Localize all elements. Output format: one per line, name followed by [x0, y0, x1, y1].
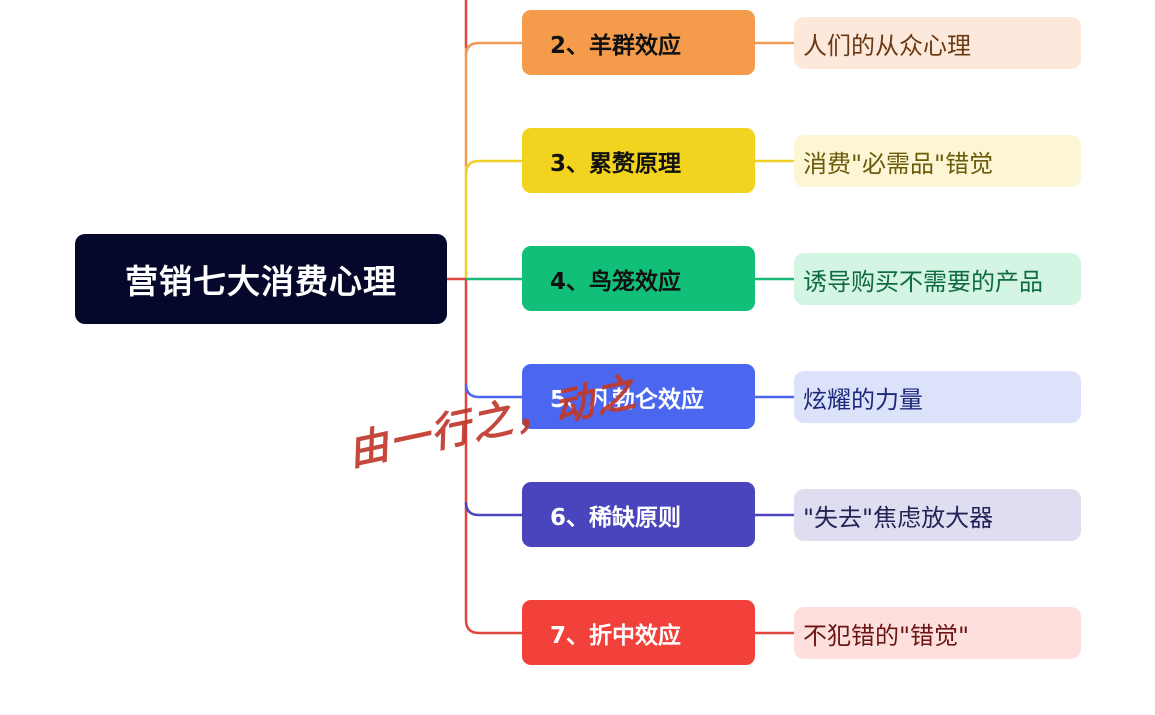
- leaf-node-label: "失去"焦虑放大器: [803, 503, 994, 532]
- branch-node-herd-effect[interactable]: 2、羊群效应: [522, 10, 755, 75]
- leaf-node-herd-effect[interactable]: 人们的从众心理: [794, 17, 1081, 69]
- leaf-node-label: 消费"必需品"错觉: [803, 149, 994, 178]
- leaf-node-encumbrance-principle[interactable]: 消费"必需品"错觉: [794, 135, 1081, 187]
- leaf-node-compromise-effect[interactable]: 不犯错的"错觉": [794, 607, 1081, 659]
- leaf-node-label: 不犯错的"错觉": [803, 621, 970, 650]
- leaf-node-label: 人们的从众心理: [803, 31, 971, 60]
- branch-node-encumbrance-principle[interactable]: 3、累赘原理: [522, 128, 755, 193]
- leaf-node-label: 诱导购买不需要的产品: [803, 267, 1043, 296]
- branch-node-label: 7、折中效应: [550, 622, 682, 649]
- branch-node-label: 3、累赘原理: [550, 150, 682, 177]
- branch-node-label: 5、凡勃仑效应: [550, 386, 705, 413]
- branch-node-label: 6、稀缺原则: [550, 504, 682, 531]
- branch-node-label: 4、鸟笼效应: [550, 268, 682, 295]
- branch-node-scarcity-principle[interactable]: 6、稀缺原则: [522, 482, 755, 547]
- leaf-node-label: 炫耀的力量: [803, 385, 923, 414]
- branch-node-veblen-effect[interactable]: 5、凡勃仑效应: [522, 364, 755, 429]
- branch-node-compromise-effect[interactable]: 7、折中效应: [522, 600, 755, 665]
- branch-node-label: 2、羊群效应: [550, 32, 682, 59]
- branch-node-birdcage-effect[interactable]: 4、鸟笼效应: [522, 246, 755, 311]
- leaf-node-birdcage-effect[interactable]: 诱导购买不需要的产品: [794, 253, 1081, 305]
- root-node-label: 营销七大消费心理: [125, 262, 397, 301]
- root-node[interactable]: 营销七大消费心理: [75, 234, 447, 324]
- leaf-node-scarcity-principle[interactable]: "失去"焦虑放大器: [794, 489, 1081, 541]
- leaf-node-veblen-effect[interactable]: 炫耀的力量: [794, 371, 1081, 423]
